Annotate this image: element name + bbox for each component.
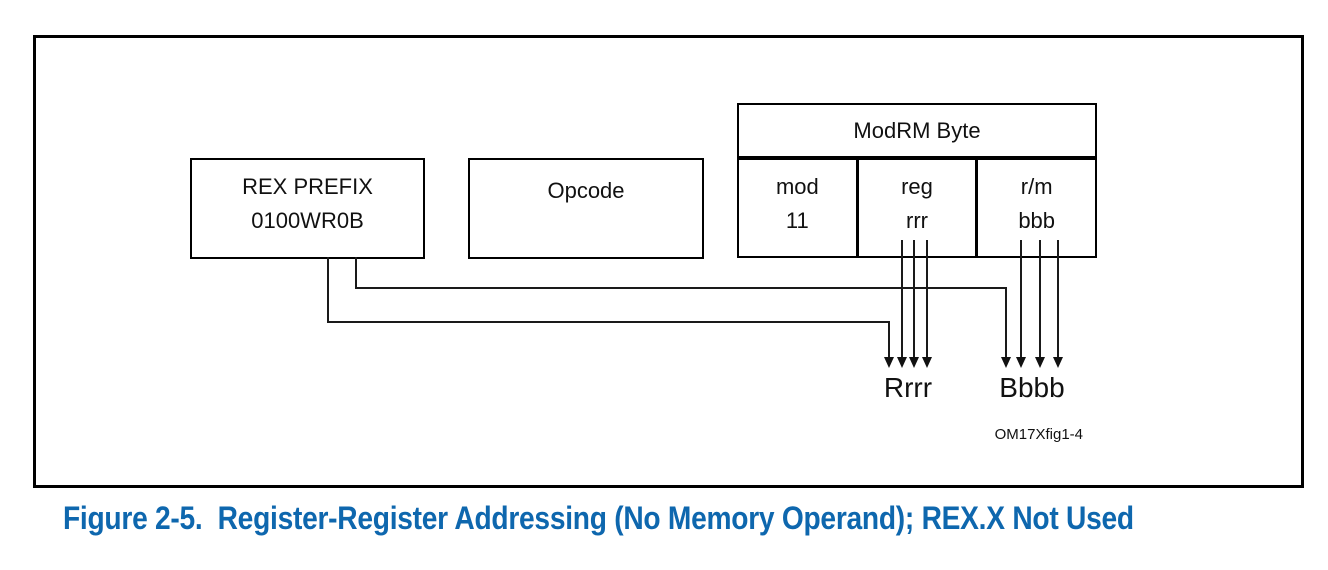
rex-b-bit-horizontal-line (355, 287, 1007, 289)
rm-field-name: r/m (1020, 174, 1053, 199)
rm-bit-arrow-shaft (1039, 240, 1041, 358)
rm-bit-arrow-shaft (1020, 240, 1022, 358)
rex-b-bit-drop-line (355, 257, 357, 289)
rex-r-bit-drop-line (327, 257, 329, 323)
rm-field-value: bbb (1018, 208, 1056, 233)
modrm-cell-reg: reg rrr (855, 160, 976, 256)
bbbb-output-label: Bbbb (999, 372, 1065, 403)
arrow-down-icon (922, 357, 932, 368)
figure-watermark: OM17Xfig1-4 (994, 426, 1083, 443)
modrm-cell-rm: r/m bbb (975, 160, 1095, 256)
arrow-down-icon (909, 357, 919, 368)
rrrr-output-label: Rrrr (883, 372, 933, 403)
arrow-down-icon (1053, 357, 1063, 368)
arrow-down-icon (1001, 357, 1011, 368)
reg-bit-arrow-shaft (913, 240, 915, 358)
rex-b-bit-arrow-shaft (1005, 287, 1007, 358)
opcode-box: Opcode (468, 158, 704, 259)
rex-r-bit-arrow-shaft (888, 321, 890, 358)
modrm-byte-title: ModRM Byte (853, 117, 981, 143)
mod-field-name: mod (775, 174, 819, 199)
rex-r-bit-horizontal-line (327, 321, 890, 323)
modrm-fields-row: mod 11 reg rrr r/m bbb (737, 158, 1097, 258)
reg-bit-arrow-shaft (901, 240, 903, 358)
arrow-down-icon (1016, 357, 1026, 368)
arrow-down-icon (884, 357, 894, 368)
reg-bit-arrow-shaft (926, 240, 928, 358)
rex-prefix-title: REX PREFIX (242, 174, 373, 199)
rm-bit-arrow-shaft (1057, 240, 1059, 358)
rex-prefix-box: REX PREFIX 0100WR0B (190, 158, 425, 259)
modrm-byte-header: ModRM Byte (737, 103, 1097, 158)
arrow-down-icon (897, 357, 907, 368)
figure-caption: Figure 2-5. Register-Register Addressing… (63, 500, 1134, 536)
figure-frame (33, 35, 1304, 488)
arrow-down-icon (1035, 357, 1045, 368)
rex-prefix-bits: 0100WR0B (251, 208, 364, 233)
reg-field-value: rrr (906, 208, 928, 233)
reg-field-name: reg (901, 174, 933, 199)
modrm-cell-mod: mod 11 (739, 160, 856, 256)
opcode-label: Opcode (547, 178, 625, 203)
mod-field-value: 11 (785, 208, 809, 233)
